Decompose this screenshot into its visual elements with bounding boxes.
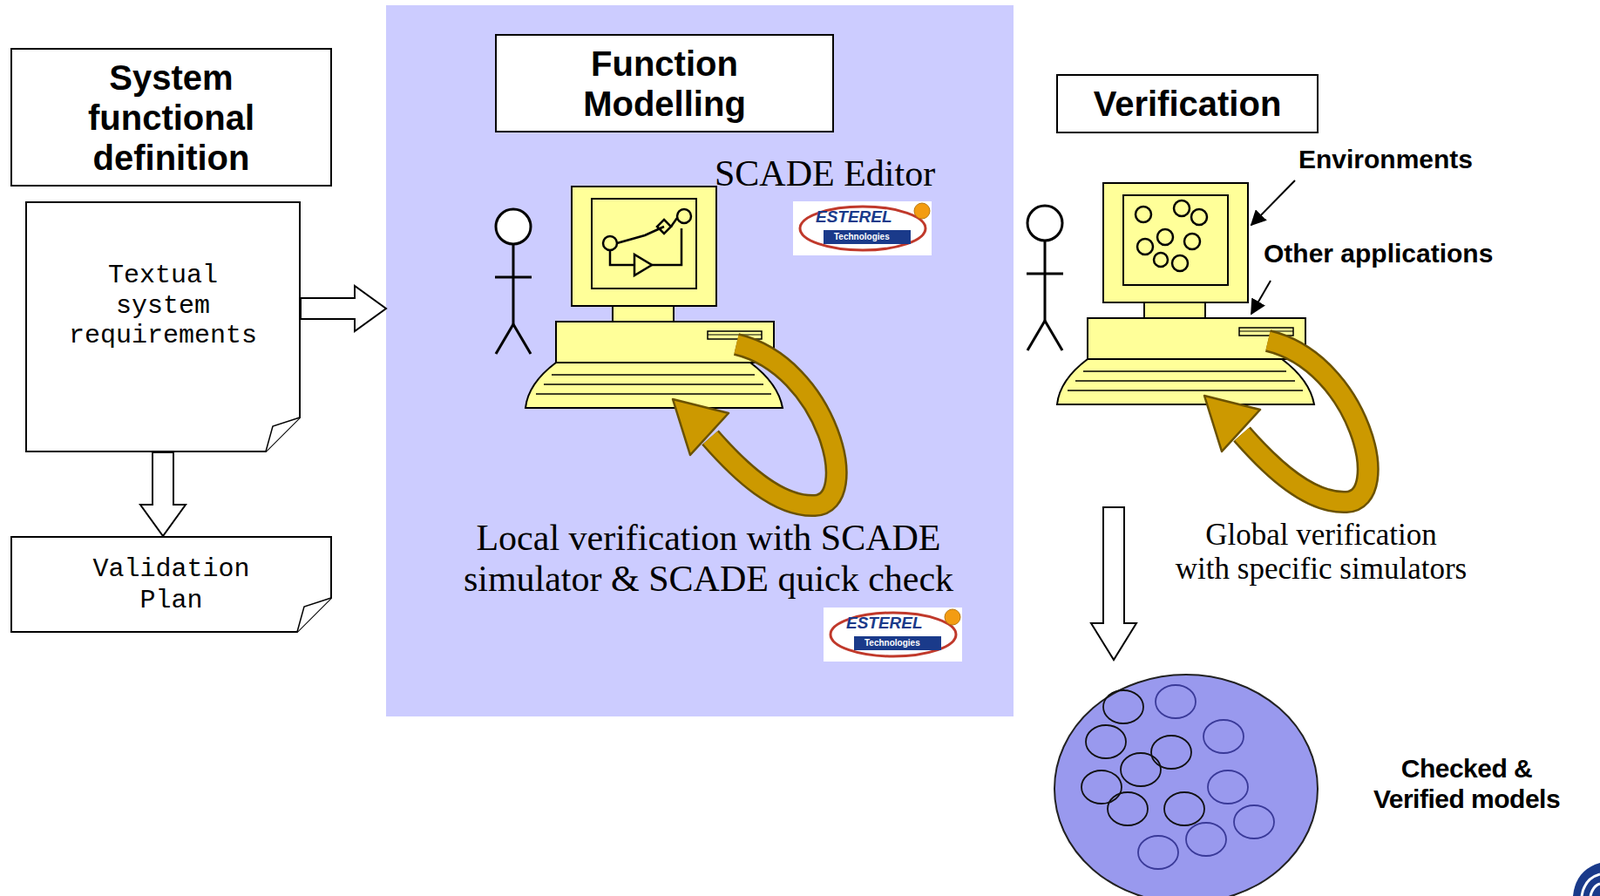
model-circle [1081, 770, 1122, 804]
callout-label: Other applications [1263, 238, 1493, 269]
modelling-panel: SCADE EditorLocal verification with SCAD… [386, 5, 1014, 717]
document-fold [265, 417, 300, 452]
node-caption: Local verification with SCADE simulator … [438, 517, 979, 600]
callout-label: Environments [1298, 144, 1473, 175]
model-circle [1155, 684, 1196, 719]
logo-text: ESTEREL [846, 613, 923, 632]
document-outline [26, 202, 300, 452]
node-label: Textual system requirements [62, 260, 264, 352]
node-caption: SCADE Editor [714, 153, 936, 194]
verification-box: Verification [1056, 74, 1319, 134]
verification-note: Global verification with specific simula… [1174, 517, 1468, 586]
hollow-arrow [1091, 507, 1137, 660]
corner-logo [1572, 862, 1600, 896]
logo-text: ESTEREL [815, 207, 893, 226]
corner-logo [1581, 874, 1600, 896]
logo-subtext: Technologies [864, 637, 921, 648]
leader-line [1251, 280, 1271, 314]
node-label: Verification [1071, 83, 1303, 124]
modelling-box: Function Modelling [494, 33, 834, 133]
validation-document: Validation Plan [10, 535, 333, 633]
model-circle [1233, 805, 1275, 839]
definition-box: System functional definition [10, 47, 333, 187]
document-shape [10, 535, 333, 633]
model-circle [1151, 735, 1192, 769]
model-circle [1107, 792, 1148, 826]
model-circle [1164, 792, 1205, 826]
requirements-document: Textual system requirements [25, 201, 301, 453]
model-circle [1138, 835, 1179, 869]
model-circle [1120, 752, 1161, 787]
model-circle [1186, 822, 1227, 856]
screen-models [1135, 200, 1207, 272]
logo-subtext: Technologies [833, 231, 890, 242]
corner-logo [1590, 883, 1600, 896]
hollow-arrow [300, 285, 387, 332]
ellipse-outline [1054, 674, 1318, 896]
document-fold [297, 597, 332, 632]
node-caption: Checked & Verified models [1360, 753, 1573, 814]
model-circle [1203, 719, 1244, 753]
models-ellipse [1053, 673, 1319, 896]
node-label: Validation Plan [62, 553, 280, 617]
node-label: System functional definition [29, 57, 313, 178]
document-outline [11, 536, 332, 632]
node-label: Function Modelling [514, 43, 815, 124]
verified-models-pool: Checked & Verified models [1053, 673, 1319, 896]
leader-line [1251, 180, 1295, 225]
hollow-arrow [140, 452, 186, 536]
model-circle [1207, 770, 1248, 804]
model-circle [1085, 725, 1126, 759]
model-circle [1103, 690, 1144, 724]
